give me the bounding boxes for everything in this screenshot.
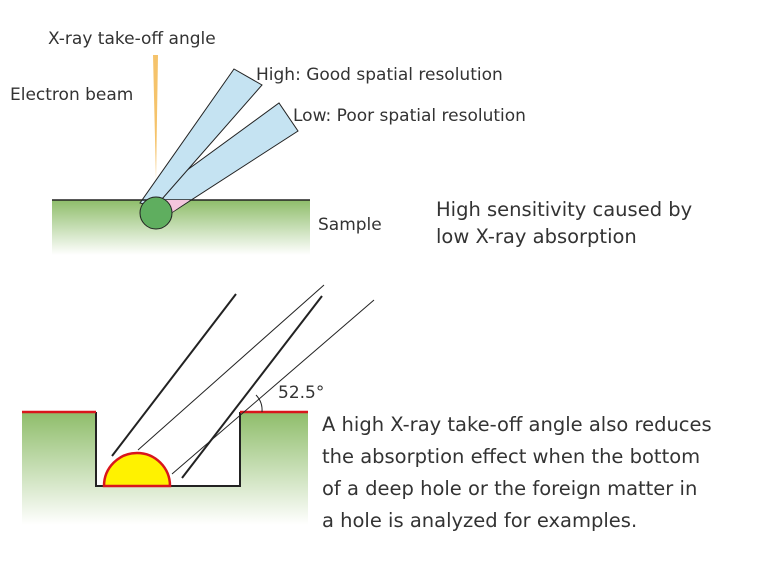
sensitivity-text-line2: low X-ray absorption [436, 225, 637, 248]
high-resolution-label: High: Good spatial resolution [256, 65, 503, 85]
interaction-volume [139, 196, 173, 230]
sensitivity-text-line1: High sensitivity caused by [436, 198, 692, 221]
xray-path-center-thin [137, 284, 325, 451]
sample-label: Sample [318, 215, 382, 235]
sample-block [52, 200, 310, 255]
takeoff-angle-label: X-ray take-off angle [48, 29, 216, 49]
angle-value-label: 52.5° [278, 383, 324, 403]
hole-sample-block [22, 412, 308, 525]
xray-path-edge-thick-1 [111, 293, 237, 457]
description-line-3: of a deep hole or the foreign matter in [322, 477, 697, 500]
description-line-4: a hole is analyzed for examples. [322, 509, 637, 532]
takeoff-angle-arc [255, 394, 263, 413]
electron-beam [153, 55, 158, 180]
electron-beam-label: Electron beam [10, 85, 133, 105]
low-resolution-label: Low: Poor spatial resolution [293, 106, 526, 126]
xray-path-edge-thick-2 [181, 295, 323, 479]
xray-path-lower-thin [171, 299, 375, 475]
description-line-1: A high X-ray take-off angle also reduces [322, 413, 712, 436]
foreign-matter [102, 451, 172, 488]
description-line-2: the absorption effect when the bottom [322, 445, 700, 468]
